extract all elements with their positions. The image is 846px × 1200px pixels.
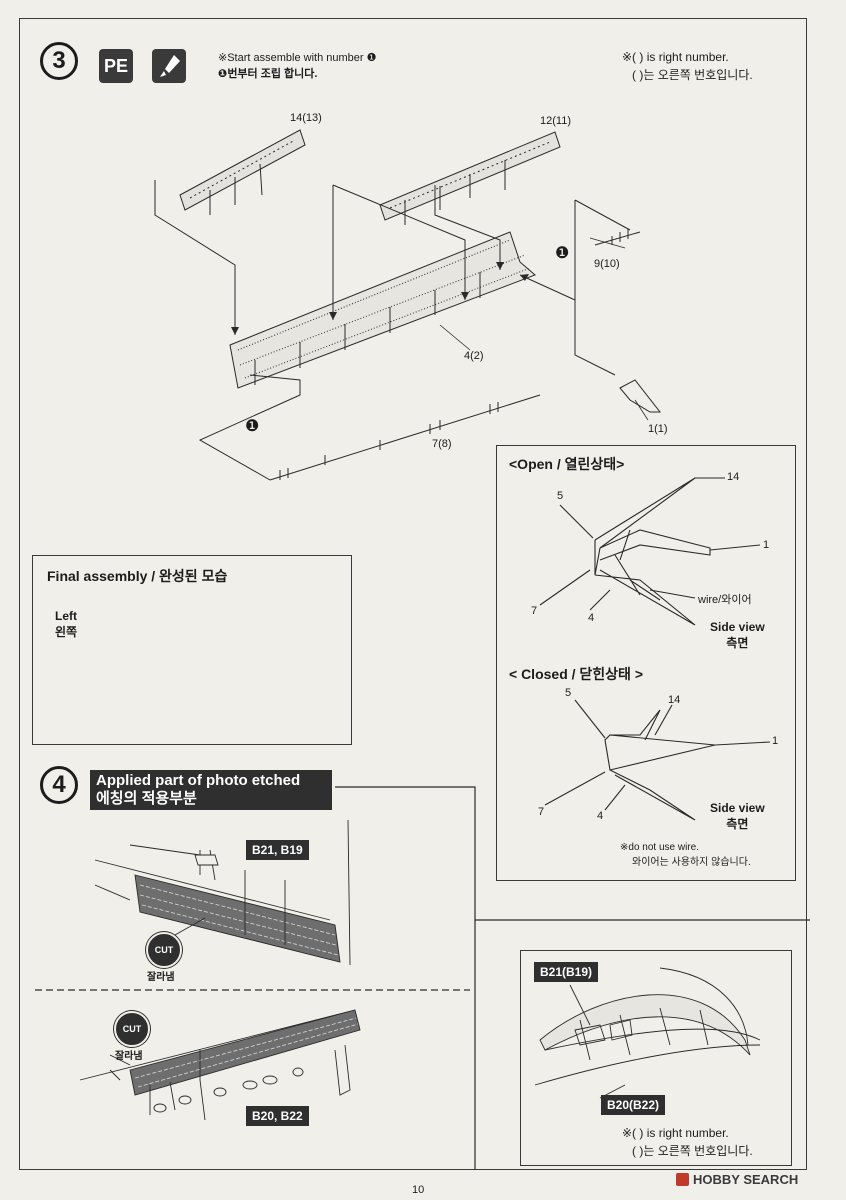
step-4-title: Applied part of photo etched 에칭의 적용부분	[90, 770, 332, 810]
detail-right-number-note: ※( ) is right number. ( )는 오른쪽 번호입니다.	[622, 1124, 753, 1160]
part-label-12-11: 12(11)	[540, 115, 571, 127]
open-label-1: 1	[763, 539, 770, 551]
part-label-7-8: 7(8)	[432, 438, 452, 450]
left-en: Left	[55, 609, 77, 623]
watermark-logo-icon	[676, 1173, 689, 1186]
step-3-number: 3	[40, 42, 78, 80]
part-label-14-13: 14(13)	[290, 112, 322, 124]
open-closed-panel: <Open / 열린상태> < Closed / 닫힌상태 >	[496, 445, 796, 881]
watermark: HOBBY SEARCH	[676, 1172, 798, 1187]
watermark-text: HOBBY SEARCH	[693, 1172, 799, 1187]
cut-ko-top: 잘라냄	[147, 972, 175, 983]
closed-label-14: 14	[668, 694, 681, 706]
start-assemble-ko: ❶번부터 조립 합니다.	[218, 68, 318, 80]
detail-right-number-ko: ( )는 오른쪽 번호입니다.	[632, 1144, 753, 1158]
start-marker-right: ❶	[555, 245, 570, 262]
tag-b20-b22-detail: B20(B22)	[601, 1095, 666, 1115]
tag-b21-b19-detail: B21(B19)	[534, 962, 599, 982]
closed-label-4: 4	[597, 810, 604, 822]
tag-b20-b22: B20, B22	[246, 1106, 309, 1126]
part-label-4-2: 4(2)	[464, 350, 484, 362]
tag-b21-b19: B21, B19	[246, 840, 309, 860]
open-side-view-en: Side view	[710, 620, 765, 634]
open-side-view: Side view 측면	[710, 619, 765, 651]
right-number-note: ※( ) is right number. ( )는 오른쪽 번호입니다.	[622, 48, 753, 84]
cut-badge-top: CUT	[146, 932, 182, 968]
right-number-en: ※( ) is right number.	[622, 50, 729, 64]
open-title: <Open / 열린상태>	[509, 456, 625, 472]
closed-side-view-ko: 측면	[726, 817, 749, 831]
final-assembly-left: Left 왼쪽	[55, 608, 77, 640]
part-label-9-10: 9(10)	[594, 258, 620, 270]
cut-badge-bottom: CUT	[114, 1011, 150, 1047]
left-ko: 왼쪽	[55, 625, 78, 639]
right-number-ko: ( )는 오른쪽 번호입니다.	[632, 68, 753, 82]
closed-label-1: 1	[772, 735, 779, 747]
detail-right-number-en: ※( ) is right number.	[622, 1126, 729, 1140]
open-label-7: 7	[531, 605, 538, 617]
open-label-5: 5	[557, 490, 564, 502]
detail-panel	[520, 950, 792, 1166]
no-wire-ko: 와이어는 사용하지 않습니다.	[632, 857, 751, 868]
closed-label-5: 5	[565, 687, 572, 699]
step-4-title-en: Applied part of photo etched	[96, 772, 301, 789]
closed-side-view-en: Side view	[710, 801, 765, 815]
open-label-4: 4	[588, 612, 595, 624]
part-label-1-1: 1(1)	[648, 423, 668, 435]
page-number: 10	[412, 1184, 425, 1196]
closed-side-view: Side view 측면	[710, 800, 765, 832]
open-label-14: 14	[727, 471, 740, 483]
start-assemble-note: ※Start assemble with number ❶ ❶번부터 조립 합니…	[218, 50, 376, 82]
final-assembly-title: Final assembly / 완성된 모습	[47, 568, 228, 584]
final-assembly-box: Final assembly / 완성된 모습 Left 왼쪽	[32, 555, 352, 745]
start-assemble-marker: ❶	[366, 52, 377, 64]
closed-title: < Closed / 닫힌상태 >	[509, 666, 643, 682]
closed-label-7: 7	[538, 806, 545, 818]
no-wire-en: ※do not use wire.	[620, 842, 699, 853]
step-4-title-ko: 에칭의 적용부분	[96, 790, 197, 807]
open-side-view-ko: 측면	[726, 636, 749, 650]
glue-icon	[152, 49, 186, 83]
step-4-number: 4	[40, 766, 78, 804]
page-frame	[19, 18, 807, 1170]
open-label-wire: wire/와이어	[698, 594, 752, 606]
start-marker-left: ❶	[245, 418, 260, 435]
pe-badge: PE	[99, 49, 133, 83]
start-assemble-en: ※Start assemble with number	[218, 52, 367, 64]
cut-ko-bottom: 잘라냄	[115, 1051, 143, 1062]
no-wire-note: ※do not use wire. 와이어는 사용하지 않습니다.	[620, 840, 751, 870]
